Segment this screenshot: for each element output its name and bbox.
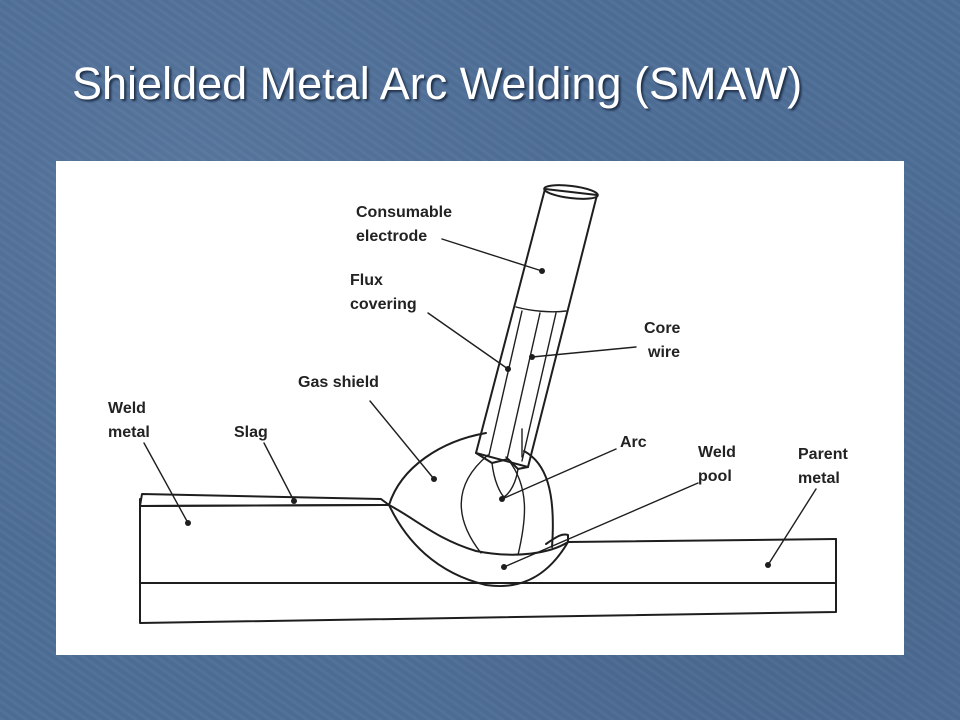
smaw-diagram-panel: Consumable electrode Flux covering Core … [56, 161, 904, 655]
label-core-wire-2: wire [647, 344, 680, 361]
label-core-wire-1: Core [644, 320, 681, 337]
workpiece [139, 498, 837, 624]
label-flux-covering-2: covering [350, 296, 417, 313]
slide-title: Shielded Metal Arc Welding (SMAW) [72, 58, 803, 109]
label-weld-pool-1: Weld [698, 444, 736, 461]
electrode [475, 184, 599, 470]
label-weld-metal-2: metal [108, 424, 150, 441]
leader-lines [143, 238, 817, 570]
electrode-tip [475, 452, 529, 470]
flux-boundary [515, 306, 567, 313]
label-parent-metal-2: metal [798, 470, 840, 487]
label-slag: Slag [234, 424, 268, 441]
core-wire-right [506, 312, 541, 460]
smaw-diagram: Consumable electrode Flux covering Core … [108, 184, 848, 624]
label-flux-covering-1: Flux [350, 272, 383, 289]
core-wire-left [488, 310, 523, 456]
label-parent-metal-1: Parent [798, 446, 848, 463]
core-wire-right2 [521, 312, 557, 462]
label-gas-shield: Gas shield [298, 374, 379, 391]
label-consumable-electrode-1: Consumable [356, 204, 452, 221]
bead-ridge [545, 533, 569, 545]
weld-metal-top [139, 504, 837, 556]
electrode-top-cap [543, 184, 599, 200]
label-arc: Arc [620, 434, 647, 451]
arc [491, 462, 519, 498]
label-weld-metal-1: Weld [108, 400, 146, 417]
label-consumable-electrode-2: electrode [356, 228, 427, 245]
plate-top-left [139, 498, 837, 624]
label-weld-pool-2: pool [698, 468, 732, 485]
gas-shield [388, 428, 554, 556]
weld-pool [388, 504, 569, 588]
